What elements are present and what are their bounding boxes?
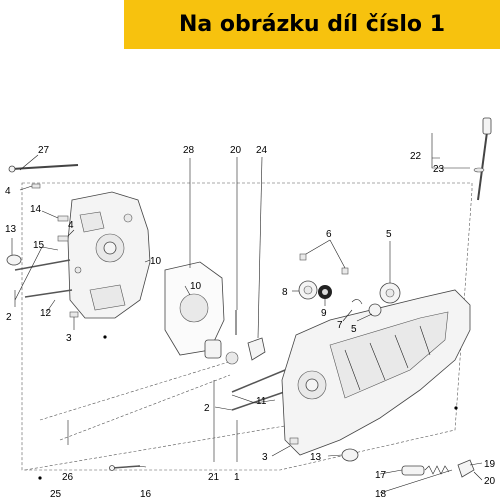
callout-label: 6: [326, 229, 332, 240]
callout-label: 9: [321, 308, 327, 319]
banner-title: Na obrázku díl číslo 1: [178, 12, 446, 37]
callout-label: 5: [351, 324, 357, 335]
callout-label: 22: [410, 151, 422, 162]
callout-label: 1: [234, 472, 240, 483]
callout-label: 13: [310, 452, 322, 463]
callout-label: 2: [6, 312, 12, 323]
gasket-28: [164, 261, 225, 356]
reference-dot: [38, 476, 42, 480]
bottom-bolts: [109, 465, 141, 471]
callout-label: 10: [190, 281, 202, 292]
callout-label: 16: [140, 489, 152, 500]
callout-label: 26: [62, 472, 74, 483]
callout-label: 17: [375, 470, 387, 481]
callout-label: 25: [50, 489, 62, 500]
callout-label: 10: [150, 256, 162, 267]
callout-label: 7: [337, 320, 343, 331]
callout-label: 12: [40, 308, 52, 319]
callout-label: 21: [208, 472, 220, 483]
callout-label: 19: [484, 459, 496, 470]
callout-label: 28: [183, 145, 195, 156]
callout-label: 8: [282, 287, 288, 298]
callout-label: 27: [38, 145, 50, 156]
part-number-banner: Na obrázku díl číslo 1: [124, 0, 500, 49]
assembly-frame: [21, 182, 473, 471]
callout-label: 4: [68, 220, 74, 231]
callout-label: 18: [375, 489, 387, 500]
callout-label: 4: [5, 186, 11, 197]
callout-label: 2: [204, 403, 210, 414]
callout-label: 15: [33, 240, 45, 251]
reference-dot: [454, 406, 458, 410]
dipstick-22: [473, 117, 492, 201]
bolt-27: [8, 164, 79, 173]
callout-label: 20: [484, 476, 496, 487]
callout-label: 3: [262, 452, 268, 463]
callout-label: 11: [256, 396, 267, 407]
left-studs: [6, 183, 79, 318]
reference-dot: [103, 335, 107, 339]
callout-label: 24: [256, 145, 268, 156]
callout-label: 13: [5, 224, 17, 235]
callout-label: 20: [230, 145, 242, 156]
right-crankcase-half: [281, 289, 471, 462]
assembly-line: [24, 359, 321, 471]
callout-label: 5: [386, 229, 392, 240]
callout-label: 3: [66, 333, 72, 344]
spring-assembly: [401, 459, 475, 478]
callout-label: 14: [30, 204, 42, 215]
left-crankcase-half: [67, 191, 151, 319]
bearings-and-seals: [298, 253, 401, 317]
center-small-parts: [204, 310, 291, 411]
callout-label: 23: [433, 164, 445, 175]
leader-lines: [11, 133, 483, 494]
